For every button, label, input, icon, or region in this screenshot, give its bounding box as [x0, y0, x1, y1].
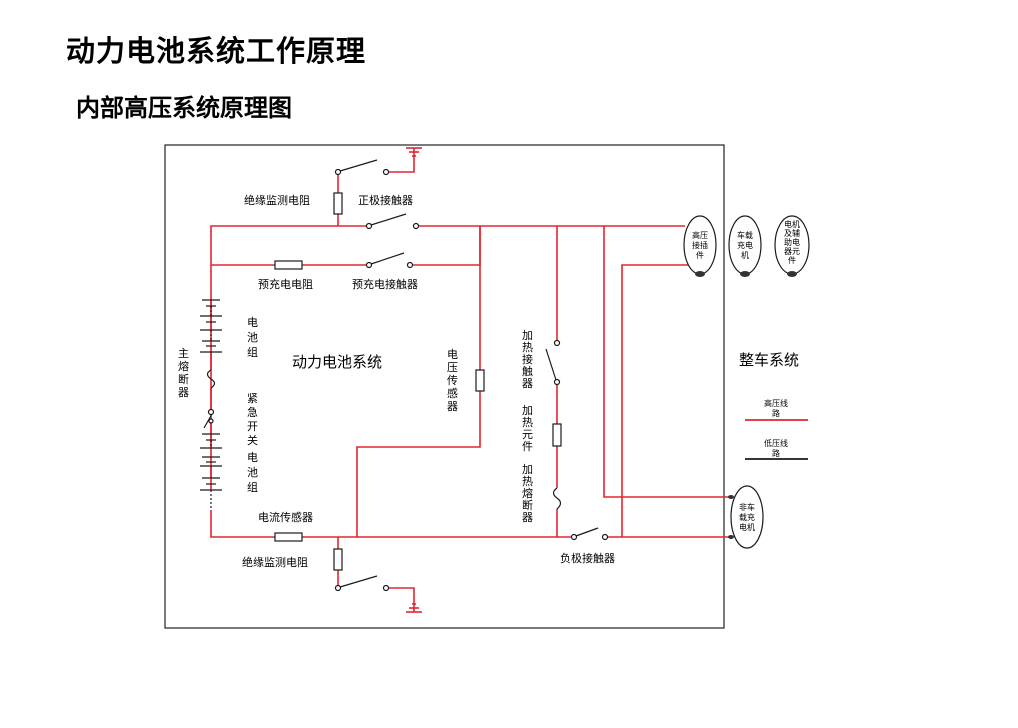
label-charger: 车载充电机	[737, 230, 753, 260]
label-pos-contactor: 正极接触器	[358, 193, 413, 207]
label-system: 动力电池系统	[292, 353, 382, 371]
insulation-top-switch-icon	[334, 159, 390, 176]
label-precharge-resistor: 预充电电阻	[258, 277, 313, 291]
battery-system-boundary	[164, 144, 725, 629]
label-heat-fuse: 加热熔断器	[522, 463, 533, 524]
heat-fuse-icon	[552, 487, 562, 510]
label-offboard-charger: 非车载充电机	[739, 502, 755, 532]
insulation-bottom-resistor-icon	[333, 548, 343, 571]
ground-bottom-icon	[388, 587, 422, 613]
label-voltage-sensor: 电压传感器	[447, 348, 458, 413]
insulation-top-resistor-icon	[333, 192, 343, 215]
precharge-resistor-icon	[274, 260, 303, 270]
label-insulation-bottom: 绝缘监测电阻	[242, 555, 308, 569]
heat-contactor-switch-icon	[545, 339, 561, 386]
pos-contactor-switch-icon	[365, 213, 420, 230]
ground-top-icon	[388, 147, 422, 173]
label-current-sensor: 电流传感器	[258, 510, 313, 524]
label-insulation-top: 绝缘监测电阻	[244, 193, 310, 207]
offboard-charger-oval-icon	[728, 485, 764, 549]
label-battery-pack-1: 电池组	[247, 316, 258, 359]
page-subtitle: 内部高压系统原理图	[76, 94, 292, 122]
heat-element-icon	[552, 423, 562, 447]
insulation-bottom-switch-icon	[334, 575, 390, 592]
label-battery-pack-2: 电池组	[247, 451, 258, 494]
battery-pack-top-icon	[200, 299, 222, 353]
precharge-contactor-switch-icon	[365, 252, 414, 269]
label-heat-contactor: 加热接触器	[522, 329, 533, 390]
label-motor: 电机及辅助电器元件	[784, 219, 800, 265]
label-precharge-contactor: 预充电接触器	[352, 277, 418, 291]
main-fuse-icon	[206, 369, 216, 389]
label-hv-plug: 高压接插件	[692, 230, 708, 260]
hv-wiring	[210, 172, 733, 588]
hv-plug-oval-icon	[683, 215, 717, 277]
battery-pack-bottom-icon	[200, 433, 222, 510]
label-heat-element: 加热元件	[522, 404, 533, 453]
current-sensor-icon	[274, 532, 303, 542]
motor-oval-icon	[774, 215, 810, 277]
label-main-fuse: 主熔断器	[178, 347, 189, 399]
emergency-switch-icon	[203, 408, 215, 429]
label-neg-contactor: 负极接触器	[560, 551, 615, 565]
charger-oval-icon	[728, 215, 762, 277]
label-legend-hv: 高压线路	[764, 398, 788, 418]
label-emergency-switch: 紧急开关	[247, 392, 258, 447]
label-vehicle-system: 整车系统	[739, 351, 799, 369]
neg-contactor-switch-icon	[570, 527, 609, 541]
voltage-sensor-icon	[475, 369, 485, 392]
label-legend-lv: 低压线路	[764, 438, 788, 458]
page-title: 动力电池系统工作原理	[66, 34, 367, 68]
